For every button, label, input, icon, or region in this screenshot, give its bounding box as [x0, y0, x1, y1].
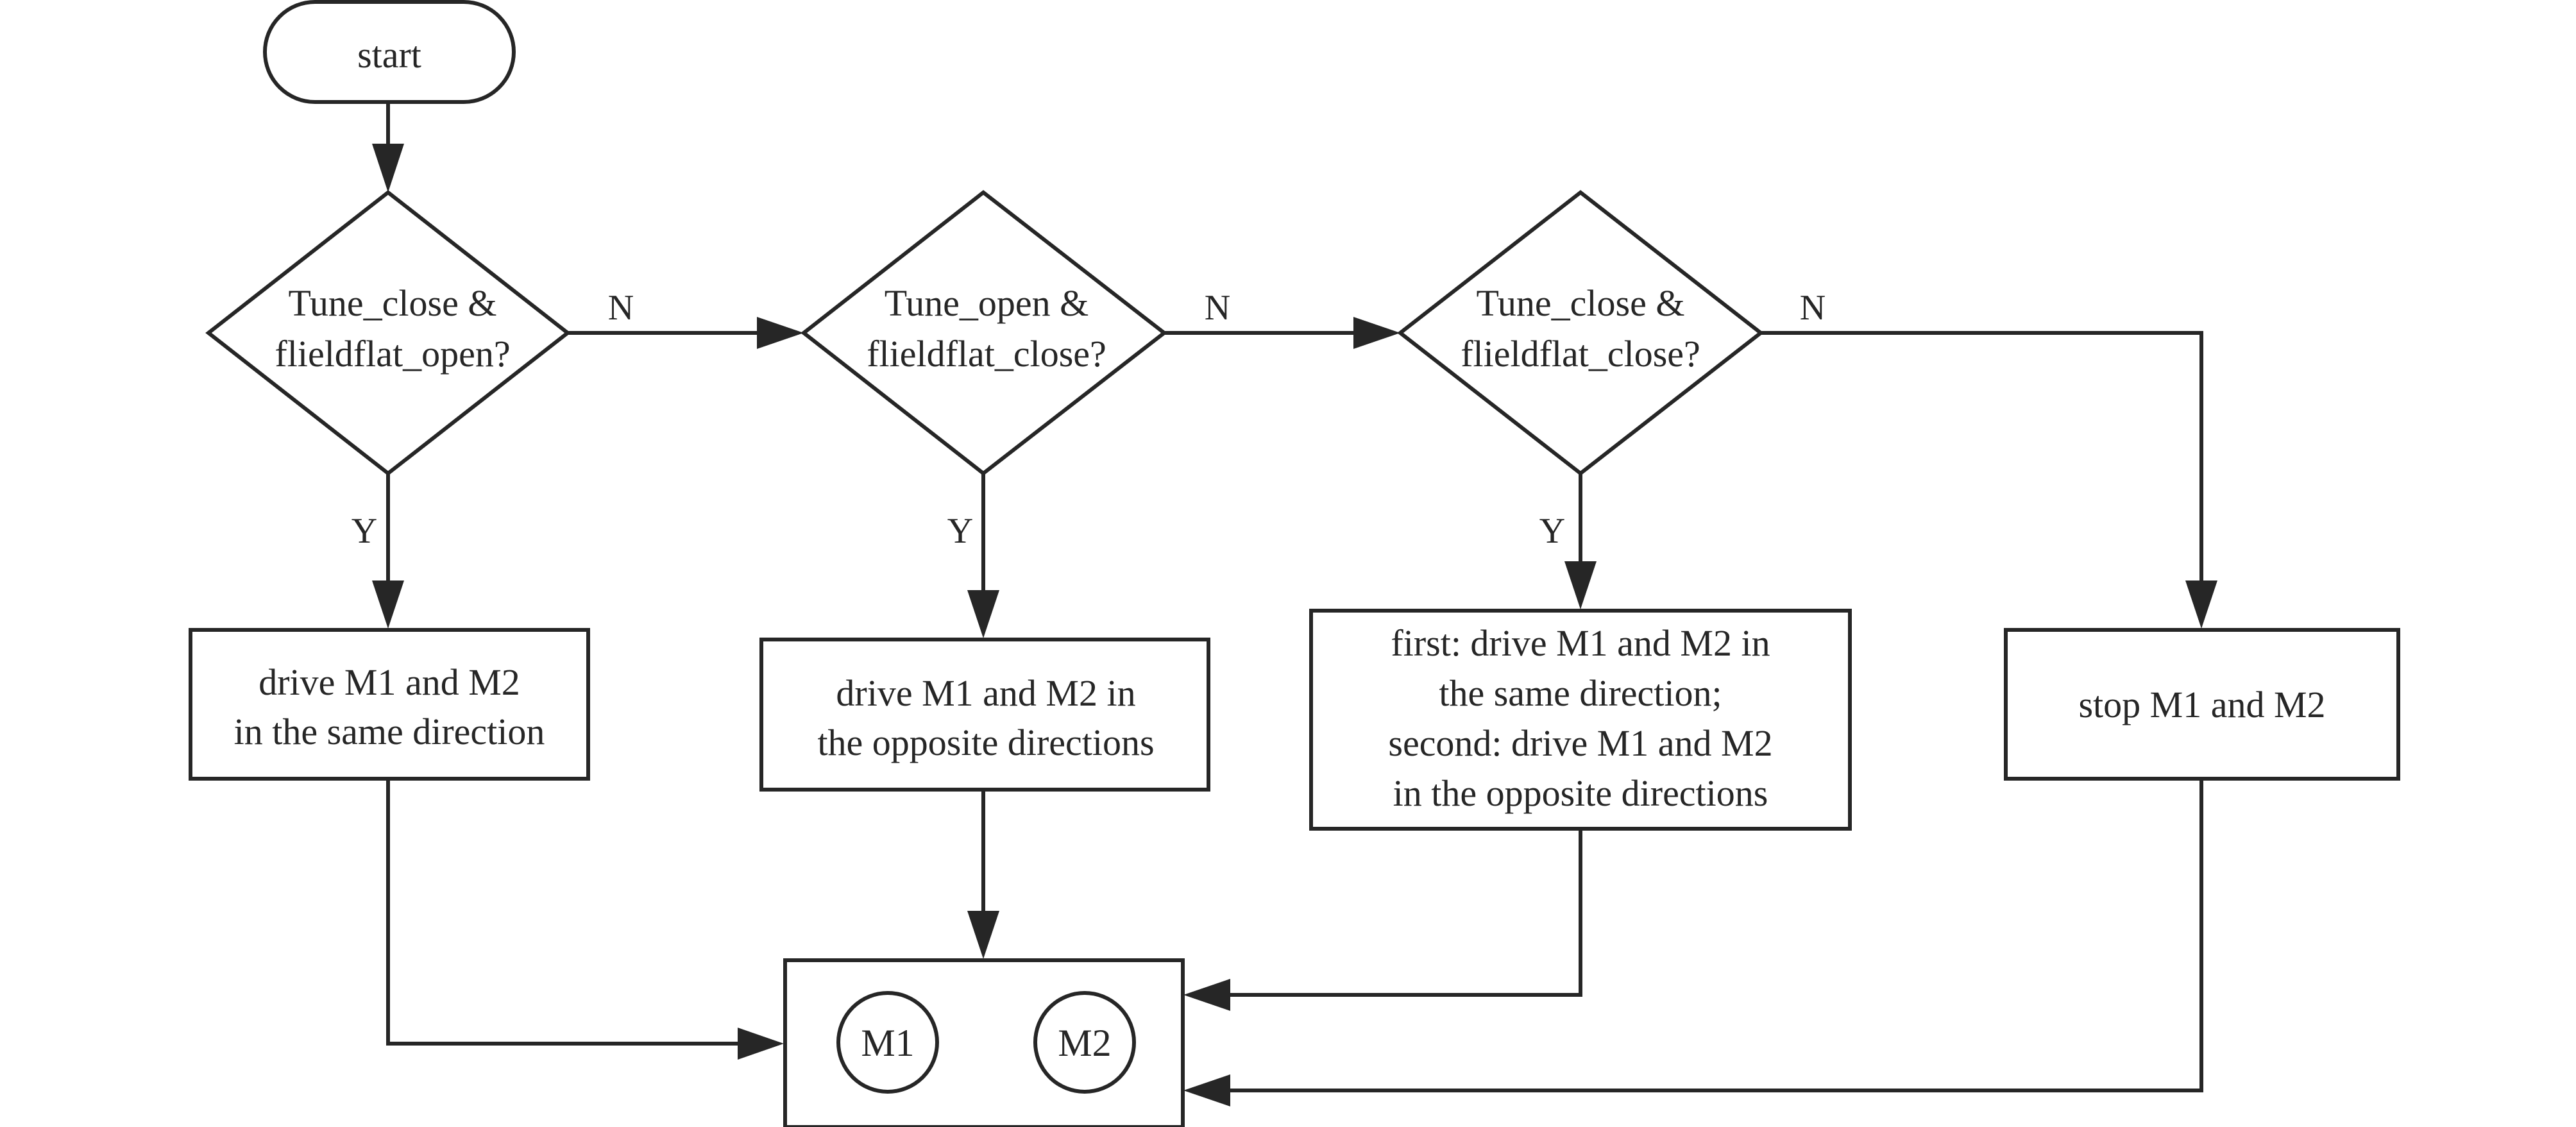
action-stop-motors: stop M1 and M2 [2004, 628, 2400, 781]
edge-label-yes: Y [947, 511, 973, 551]
decision-label-line: flieldflat_close? [1461, 333, 1700, 375]
arrowhead [1564, 561, 1597, 609]
edge-label-yes: Y [352, 511, 377, 551]
action-label-line: drive M1 and M2 in [836, 672, 1135, 714]
action-label-line: the same direction; [1439, 672, 1722, 714]
arrowhead [1183, 979, 1230, 1011]
motor-m2-label: M2 [1058, 1022, 1111, 1064]
arrowhead [967, 590, 999, 638]
edge-label-yes: Y [1539, 511, 1565, 551]
arrowhead [1353, 317, 1400, 349]
arrowhead [372, 580, 404, 629]
edge-decision-3-to-stop [1761, 331, 2203, 593]
motors-box: M1 M2 [783, 958, 1185, 1127]
action-drive-opposite-directions: drive M1 and M2 in the opposite directio… [759, 638, 1210, 792]
edge-action-3-to-motors [1219, 829, 1582, 997]
action-label-line: the opposite directions [817, 722, 1154, 763]
decision-label-line: flieldflat_close? [867, 333, 1106, 375]
start-node: start [263, 0, 516, 104]
start-label: start [357, 34, 421, 76]
decision-tune-open-fieldflat-close: Tune_open & flieldflat_close? [801, 190, 1167, 476]
action-drive-same-then-opposite: first: drive M1 and M2 in the same direc… [1309, 609, 1852, 831]
edge-stop-to-motors [1219, 779, 2203, 1092]
action-label-line: in the opposite directions [1393, 772, 1768, 814]
decision-label-line: Tune_open & [885, 282, 1089, 324]
arrowhead [738, 1028, 784, 1060]
decision-label-line: Tune_close & [1477, 282, 1685, 324]
arrowhead [372, 144, 404, 192]
arrowhead [1183, 1074, 1230, 1106]
edge-label-no: N [1205, 288, 1230, 328]
motor-m2: M2 [1033, 991, 1136, 1094]
edge-action-1-to-motors [386, 779, 747, 1046]
decision-tune-close-fieldflat-close: Tune_close & flieldflat_close? [1397, 190, 1764, 476]
action-label-line: first: drive M1 and M2 in [1391, 622, 1770, 664]
motor-m1: M1 [836, 991, 939, 1094]
action-label-line: in the same direction [234, 711, 545, 752]
motor-m1-label: M1 [861, 1022, 914, 1064]
decision-tune-close-fieldflat-open: Tune_close & flieldflat_open? [205, 190, 571, 476]
action-label-line: second: drive M1 and M2 [1388, 722, 1772, 764]
edge-label-no: N [608, 288, 634, 328]
action-label-line: stop M1 and M2 [2078, 684, 2325, 725]
arrowhead [757, 317, 804, 349]
arrowhead [2185, 580, 2217, 629]
action-label-line: drive M1 and M2 [258, 661, 520, 703]
action-drive-same-direction: drive M1 and M2 in the same direction [189, 628, 590, 781]
decision-label-line: Tune_close & [289, 282, 497, 324]
arrowhead [967, 911, 999, 959]
decision-label-line: flieldflat_open? [275, 333, 510, 375]
edge-label-no: N [1800, 288, 1826, 328]
